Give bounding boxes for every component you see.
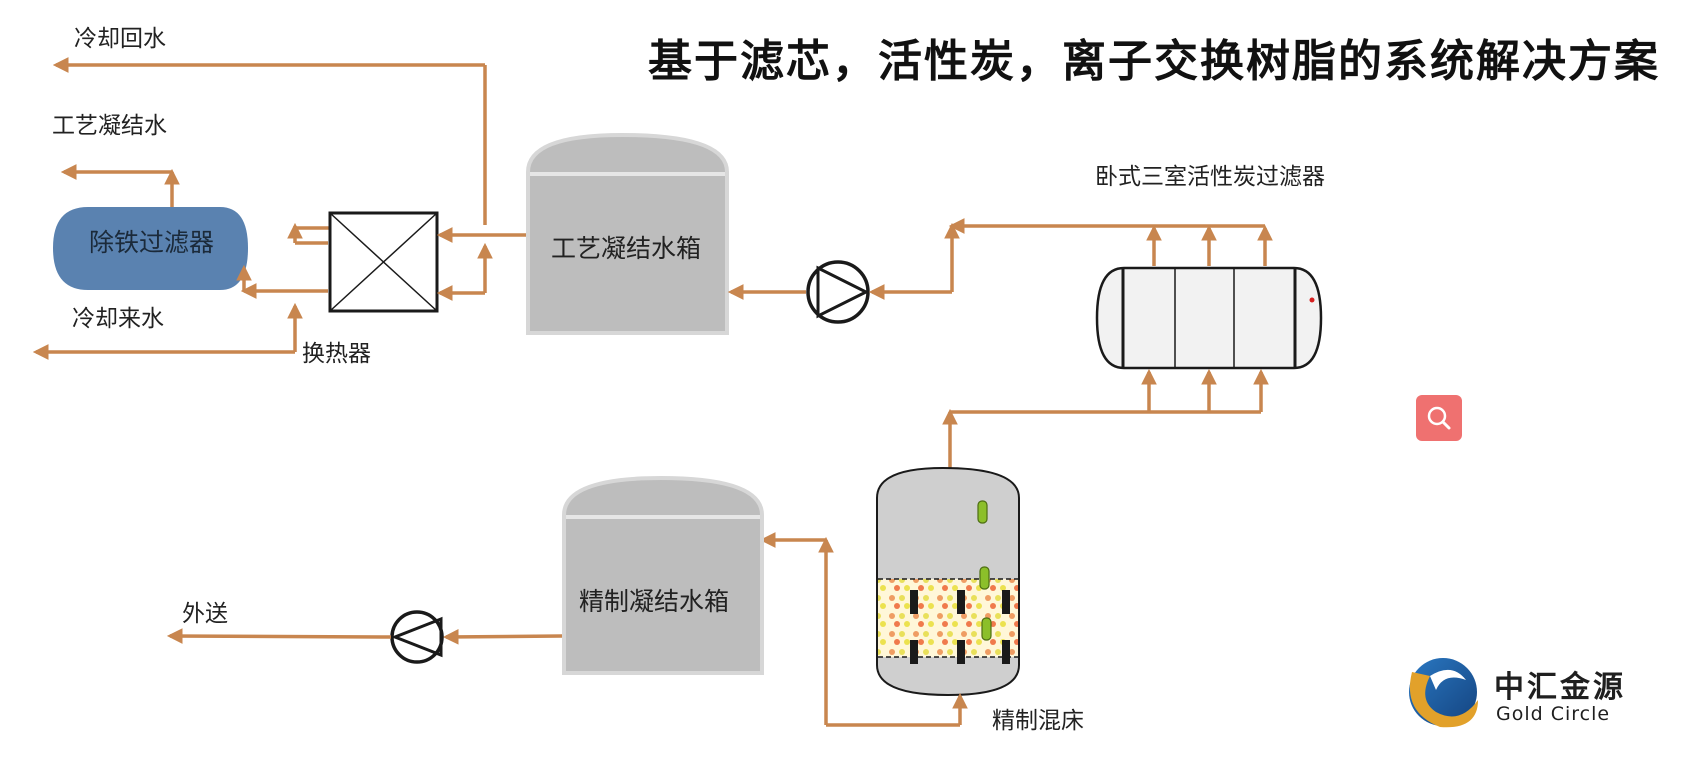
mixed-bed-vessel [876,466,1020,697]
label-process-tank: 工艺凝结水箱 [551,234,701,263]
pipe-export [166,628,392,644]
diagram-title: 基于滤芯，活性炭，离子交换树脂的系统解决方案 [648,36,1660,87]
pipe-refined-pump2 [442,629,563,645]
label-refined-tank: 精制凝结水箱 [579,587,729,616]
pipe-cooling-return [52,57,487,225]
search-button[interactable] [1416,395,1462,441]
pipe-mixedbed-carbon [942,368,1269,468]
pipe-carbon-pump1 [868,218,1273,300]
logo-name-cn: 中汇金源 [1494,670,1626,705]
label-cooling-inlet: 冷却来水 [72,306,164,332]
label-export: 外送 [182,601,228,627]
pipe-mixedbed-refined [759,532,968,727]
pipe-cooling-inlet [32,302,303,360]
pipe-process-condensate [60,164,180,207]
iron-removal-filter: 除铁过滤器 [53,207,248,290]
label-mixed-bed: 精制混床 [992,708,1084,734]
company-logo: 中汇金源 Gold Circle [1409,658,1626,728]
label-heat-exchanger: 换热器 [302,341,371,367]
heat-exchanger-icon [328,211,439,313]
refined-condensate-tank: 精制凝结水箱 [562,475,764,675]
pipe-filter-exchanger [236,222,330,299]
label-carbon-filter: 卧式三室活性炭过滤器 [1095,164,1325,190]
carbon-filter-vessel [1095,266,1323,370]
label-process-condensate: 工艺凝结水 [52,113,167,139]
search-icon [1427,406,1451,430]
pump-icon [806,260,870,324]
pipe-exchanger-tank [436,227,528,301]
logo-name-en: Gold Circle [1496,703,1610,725]
pump-icon-export [390,610,444,664]
process-condensate-tank: 工艺凝结水箱 [526,132,729,335]
label-iron-filter: 除铁过滤器 [89,228,214,257]
label-cooling-return: 冷却回水 [74,26,166,52]
